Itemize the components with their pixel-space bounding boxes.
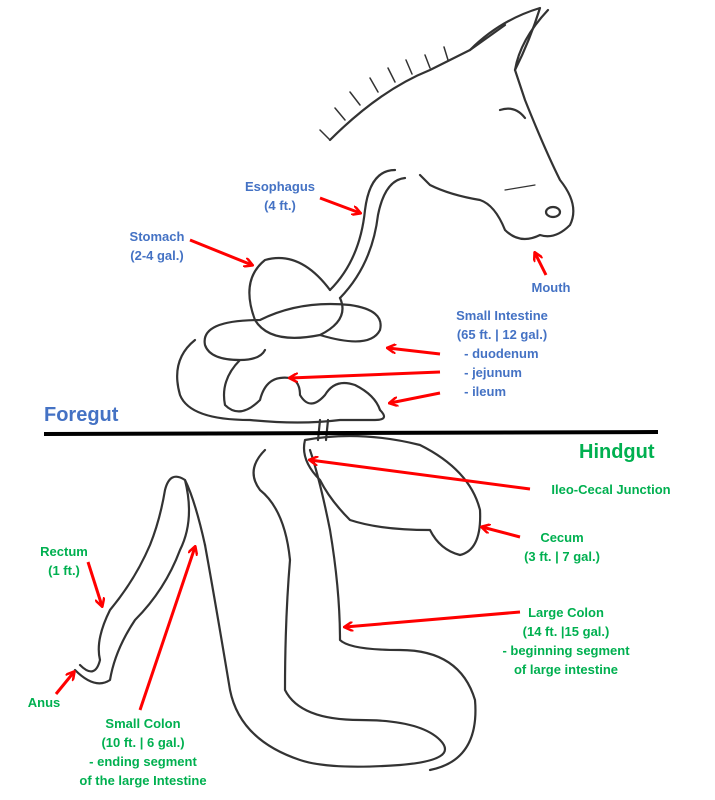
rectum-arrow <box>86 561 102 606</box>
hindgut-label: Hindgut <box>579 441 655 463</box>
esophagus-sketch <box>328 168 407 300</box>
small-colon-desc: of the large Intestine <box>79 773 207 788</box>
ileum-label: - ileum <box>464 384 507 399</box>
large-colon-name: Large Colon <box>528 605 604 620</box>
large-colon-label: Large Colon (14 ft. |15 gal.) - beginnin… <box>502 603 629 679</box>
esophagus-name: Esophagus <box>244 179 316 194</box>
foregut-hindgut-divider <box>43 430 659 436</box>
duodenum-arrow <box>388 348 441 356</box>
large-colon-desc: - beginning segment <box>502 643 630 658</box>
stomach-sketch <box>248 256 344 339</box>
small-colon-name: Small Colon <box>105 716 181 731</box>
small-intestine-label: Small Intestine (65 ft. | 12 gal.) - duo… <box>456 306 548 401</box>
cecum-sketch <box>302 434 482 557</box>
esophagus-size: (4 ft.) <box>264 198 296 213</box>
small-colon-desc: - ending segment <box>89 754 197 769</box>
foregut-label: Foregut <box>44 404 119 426</box>
mouth-label: Mouth <box>531 280 571 295</box>
large-colon-arrow <box>345 610 521 627</box>
mouth-arrow <box>535 253 548 276</box>
ileo-cecal-arrow <box>310 460 531 491</box>
stomach-name: Stomach <box>129 229 185 244</box>
small-colon-sketch <box>73 475 207 685</box>
cecum-name: Cecum <box>540 530 584 545</box>
jejunum-arrow <box>290 370 441 378</box>
small-colon-arrow <box>138 547 195 711</box>
small-intestine-sketch <box>176 302 386 424</box>
anus-label: Anus <box>27 695 61 710</box>
cecum-arrow <box>482 527 521 539</box>
cecum-label: Cecum (3 ft. | 7 gal.) <box>524 528 600 566</box>
stomach-label: Stomach (2-4 gal.) <box>130 227 185 265</box>
small-intestine-name: Small Intestine <box>456 308 548 323</box>
small-colon-size: (10 ft. | 6 gal.) <box>101 735 185 750</box>
cecum-size: (3 ft. | 7 gal.) <box>524 549 600 564</box>
esophagus-arrow <box>319 196 360 213</box>
anus-arrow <box>54 672 74 695</box>
rectum-size: (1 ft.) <box>48 563 80 578</box>
small-colon-label: Small Colon (10 ft. | 6 gal.) - ending s… <box>79 714 206 790</box>
rectum-name: Rectum <box>40 544 88 559</box>
duodenum-label: - duodenum <box>464 346 539 361</box>
large-colon-sketch <box>203 448 477 772</box>
ileo-cecal-label: Ileo-Cecal Junction <box>551 482 671 497</box>
esophagus-label: Esophagus (4 ft.) <box>245 177 315 215</box>
ileum-arrow <box>390 391 441 403</box>
rectum-label: Rectum (1 ft.) <box>40 542 88 580</box>
stomach-size: (2-4 gal.) <box>130 248 184 263</box>
jejunum-label: - jejunum <box>464 365 522 380</box>
large-colon-desc: of large intestine <box>513 662 619 677</box>
large-colon-size: (14 ft. |15 gal.) <box>522 624 610 639</box>
small-intestine-size: (65 ft. | 12 gal.) <box>456 327 548 342</box>
donkey-head-sketch <box>319 6 575 241</box>
stomach-arrow <box>189 238 252 265</box>
